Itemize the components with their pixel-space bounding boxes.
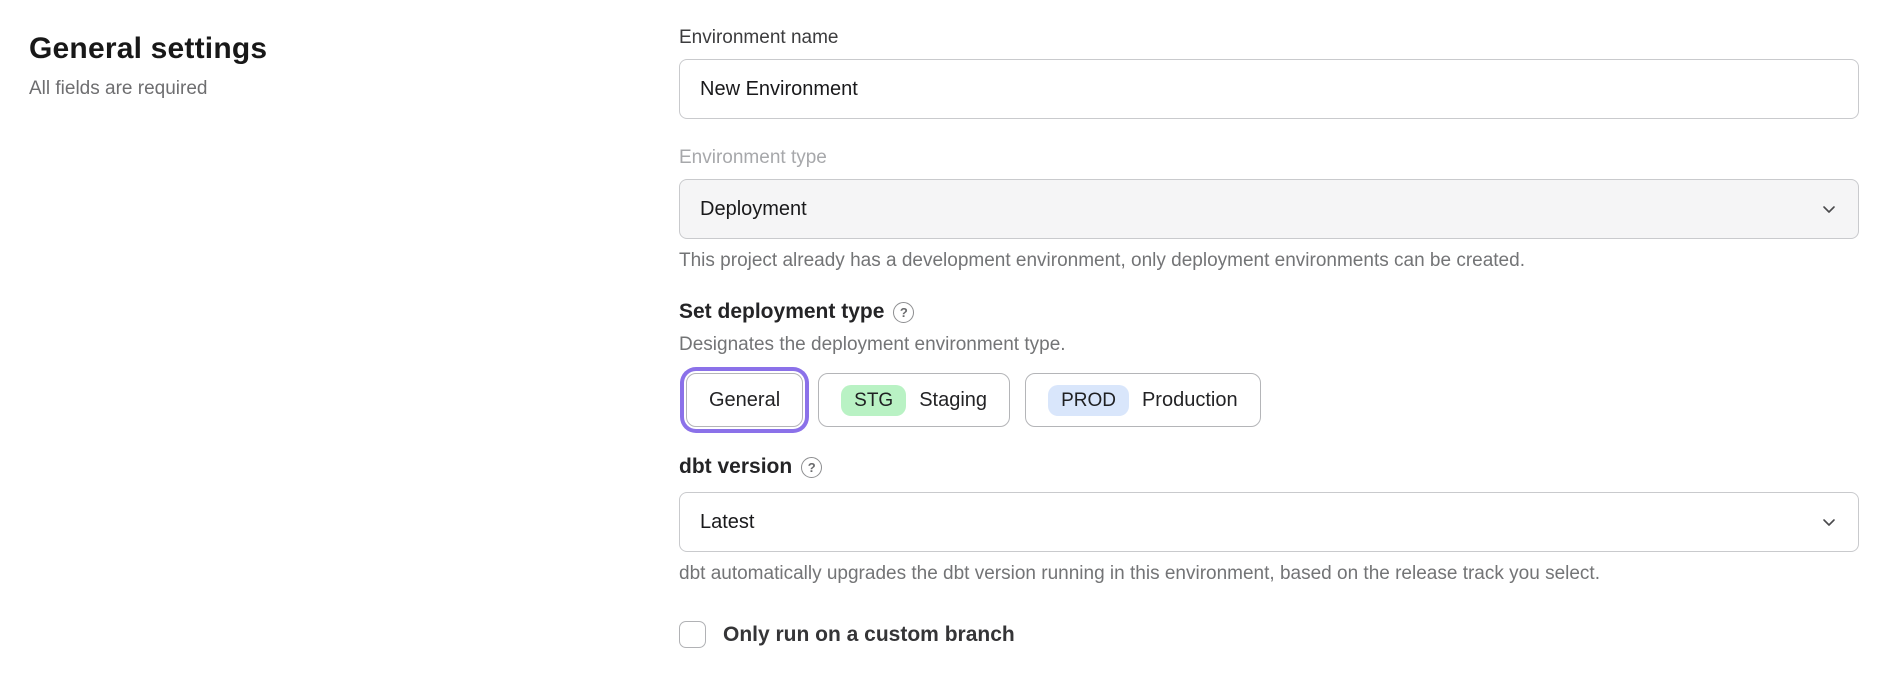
deployment-type-production-button[interactable]: PROD Production: [1025, 373, 1261, 427]
deployment-type-heading: Set deployment type ?: [679, 300, 1859, 324]
question-mark-icon[interactable]: ?: [893, 301, 915, 323]
deployment-type-staging-label: Staging: [919, 388, 988, 411]
question-mark-icon[interactable]: ?: [801, 456, 823, 478]
environment-type-select[interactable]: Deployment: [679, 179, 1859, 239]
custom-branch-row: Only run on a custom branch: [679, 621, 1859, 648]
general-settings-page: General settings All fields are required…: [0, 0, 1859, 648]
dbt-version-heading-text: dbt version: [679, 455, 793, 478]
dbt-version-select[interactable]: Latest: [679, 492, 1859, 552]
deployment-type-options: General STG Staging PROD Production: [679, 373, 1859, 427]
page-subtitle: All fields are required: [29, 78, 208, 99]
deployment-type-heading-text: Set deployment type: [679, 300, 885, 323]
environment-type-label: Environment type: [679, 147, 827, 168]
prod-badge: PROD: [1048, 384, 1129, 416]
environment-type-value: Deployment: [700, 197, 807, 220]
dbt-version-heading: dbt version ?: [679, 455, 1859, 479]
chevron-down-icon: [1820, 513, 1838, 531]
custom-branch-label: Only run on a custom branch: [723, 622, 1015, 646]
environment-name-input[interactable]: [679, 59, 1859, 119]
deployment-type-description: Designates the deployment environment ty…: [679, 334, 1066, 355]
deployment-type-general-button[interactable]: General: [686, 373, 804, 427]
deployment-type-staging-button[interactable]: STG Staging: [818, 373, 1011, 427]
environment-name-label: Environment name: [679, 27, 839, 48]
deployment-type-production-label: Production: [1141, 388, 1238, 411]
stg-badge: STG: [841, 384, 907, 416]
environment-form: Environment name Environment type Deploy…: [679, 0, 1859, 648]
chevron-down-icon: [1820, 200, 1838, 218]
page-title: General settings: [29, 32, 268, 65]
dbt-version-value: Latest: [700, 510, 755, 533]
dbt-version-helper: dbt automatically upgrades the dbt versi…: [679, 563, 1600, 584]
environment-type-helper: This project already has a development e…: [679, 250, 1525, 271]
deployment-type-general-label: General: [709, 388, 781, 411]
section-intro: General settings All fields are required: [0, 0, 679, 648]
custom-branch-checkbox[interactable]: [679, 621, 706, 648]
